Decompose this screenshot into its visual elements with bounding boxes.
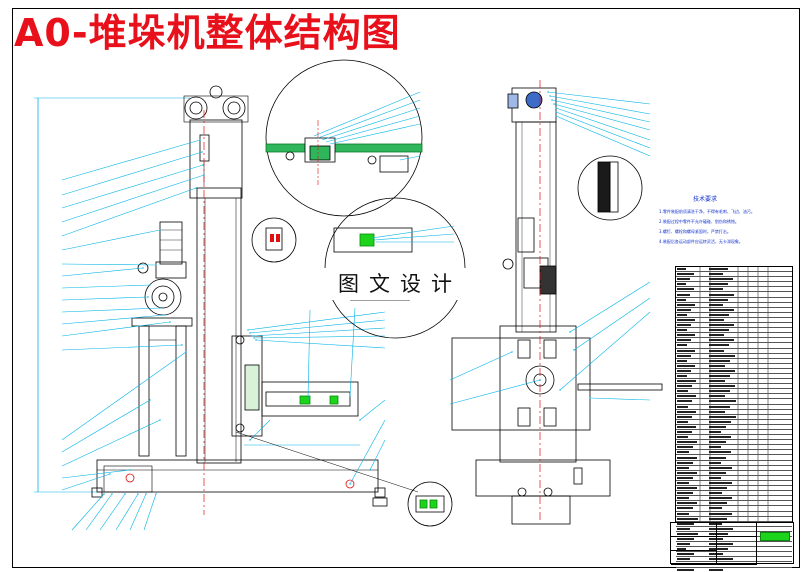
note-item: 1.零件装配前须清洗干净，不得有毛刺、飞边、油污。 [659, 207, 760, 217]
note-item: 2.装配过程中零件不允许磕碰、划伤和锈蚀。 [659, 217, 760, 227]
parts-row [676, 312, 792, 318]
front-view [34, 85, 388, 507]
parts-row [676, 495, 792, 502]
note-item: 4.装配后各运动部件应运转灵活，无卡滞现象。 [659, 237, 760, 247]
title-block-cell [717, 523, 757, 537]
parts-row [676, 291, 792, 298]
parts-row [676, 267, 792, 273]
parts-row [676, 404, 792, 410]
parts-row [676, 516, 792, 522]
parts-row [676, 368, 792, 374]
parts-row [676, 393, 792, 400]
parts-row [676, 307, 792, 313]
leader-lines-detail-top [313, 91, 421, 161]
title-block-cell [717, 537, 757, 565]
parts-row [676, 337, 792, 344]
parts-rows [676, 267, 792, 572]
parts-row [676, 500, 792, 507]
parts-row [676, 419, 792, 425]
parts-row [676, 526, 792, 532]
detail-circle-top [265, 59, 423, 217]
parts-row [676, 414, 792, 420]
detail-circle-mid [324, 197, 466, 339]
drawing-title: A0-堆垛机整体结构图 [14, 11, 401, 55]
parts-row [676, 429, 792, 436]
parts-row [676, 373, 792, 380]
parts-row [676, 444, 792, 451]
parts-row [676, 505, 792, 512]
sheet-frame [12, 8, 800, 568]
parts-row [676, 297, 792, 303]
detail-circle-right [577, 155, 643, 221]
title-block-cell [671, 523, 717, 537]
parts-row [676, 567, 792, 572]
leader-lines-detail-mid [371, 225, 455, 243]
parts-row [676, 460, 792, 466]
parts-row [676, 424, 792, 431]
leader-lines-side [449, 91, 651, 405]
parts-row [676, 465, 792, 471]
parts-row [676, 317, 792, 324]
side-view [451, 87, 663, 525]
leader-lines-front [61, 139, 386, 531]
parts-row [676, 348, 792, 354]
parts-row [676, 470, 792, 476]
parts-row [676, 358, 792, 364]
notes-title: 技术要求 [692, 196, 717, 203]
parts-row [676, 556, 792, 563]
parts-row [676, 449, 792, 456]
parts-row [676, 398, 792, 405]
parts-row [676, 454, 792, 461]
watermark-label: 图文设计 [318, 268, 482, 300]
title-block [670, 522, 794, 565]
parts-row [676, 475, 792, 481]
parts-row [676, 546, 792, 553]
technical-notes: 技术要求 1.零件装配前须清洗干净，不得有毛刺、飞边、油污。 2.装配过程中零件… [650, 194, 760, 247]
parts-row [676, 551, 792, 558]
parts-list-table [675, 266, 793, 572]
title-block-cell [671, 551, 717, 565]
parts-row [676, 302, 792, 308]
parts-row [676, 271, 792, 278]
parts-row [676, 286, 792, 293]
parts-row [676, 363, 792, 369]
parts-row [676, 378, 792, 385]
parts-row [676, 342, 792, 349]
parts-row [676, 276, 792, 283]
parts-row [676, 434, 792, 441]
parts-row [676, 409, 792, 415]
note-item: 3.螺钉、螺栓和螺母紧固时，严禁打击。 [659, 227, 760, 237]
parts-row [676, 383, 792, 390]
parts-row [676, 281, 792, 288]
parts-row [676, 353, 792, 359]
parts-row [676, 327, 792, 334]
parts-row [676, 485, 792, 492]
parts-row [676, 480, 792, 487]
parts-row [676, 521, 792, 527]
parts-row [676, 439, 792, 446]
parts-row [676, 388, 792, 395]
title-block-cell [671, 537, 717, 551]
parts-row [676, 541, 792, 548]
parts-row [676, 322, 792, 329]
notes-list: 1.零件装配前须清洗干净，不得有毛刺、飞边、油污。 2.装配过程中零件不允许磕碰… [650, 207, 760, 247]
approval-stamp [760, 532, 790, 541]
parts-row [676, 332, 792, 339]
parts-row [676, 490, 792, 497]
detail-circle-small-left [251, 217, 297, 263]
parts-row [676, 511, 792, 517]
detail-circle-bottom [235, 431, 453, 527]
